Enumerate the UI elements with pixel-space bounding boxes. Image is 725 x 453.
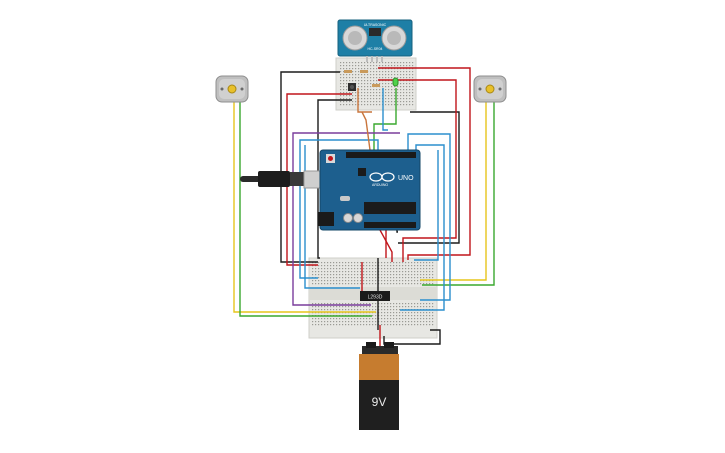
wire-green bbox=[239, 102, 372, 317]
wire-yellow bbox=[420, 102, 487, 281]
right-motor[interactable] bbox=[473, 75, 507, 103]
arduino-uno[interactable]: UNO ARDUINO bbox=[318, 149, 421, 231]
wire-blue bbox=[382, 88, 388, 131]
arduino-logo bbox=[369, 172, 395, 182]
ultrasonic-sensor[interactable]: ULTRASONIC HC-SR04 bbox=[337, 19, 413, 62]
arduino-brand: UNO bbox=[398, 175, 414, 182]
wire-red bbox=[378, 67, 471, 260]
driver-label: L293D bbox=[368, 295, 383, 301]
wire-orange bbox=[357, 88, 372, 113]
left-motor[interactable] bbox=[215, 75, 249, 103]
wire-green bbox=[373, 88, 397, 150]
battery-label: 9V bbox=[372, 395, 387, 409]
wire-purple bbox=[292, 132, 400, 306]
wire-blue bbox=[400, 144, 445, 311]
push-button[interactable] bbox=[348, 83, 356, 91]
wire-green bbox=[422, 102, 495, 286]
wire-red bbox=[379, 229, 393, 262]
sensor-label: ULTRASONIC bbox=[364, 23, 387, 27]
wires bbox=[233, 67, 495, 352]
resistors[interactable] bbox=[344, 70, 380, 87]
wire-yellow bbox=[233, 102, 376, 313]
wire-blue bbox=[304, 145, 360, 289]
wire-orange bbox=[361, 111, 371, 151]
motor-driver-chip[interactable]: L293D bbox=[360, 291, 390, 301]
sensor-model: HC-SR04 bbox=[368, 47, 383, 51]
wire-black bbox=[398, 111, 460, 244]
arduino-sub: ARDUINO bbox=[372, 183, 388, 187]
wire-black bbox=[383, 329, 441, 345]
wire-blue bbox=[299, 139, 379, 279]
wire-blue bbox=[414, 150, 439, 261]
battery-9v[interactable]: 9V bbox=[359, 342, 399, 430]
wire-blue bbox=[407, 133, 451, 301]
green-led[interactable] bbox=[392, 77, 399, 87]
wire-red bbox=[378, 79, 457, 262]
usb-cable bbox=[240, 170, 323, 189]
